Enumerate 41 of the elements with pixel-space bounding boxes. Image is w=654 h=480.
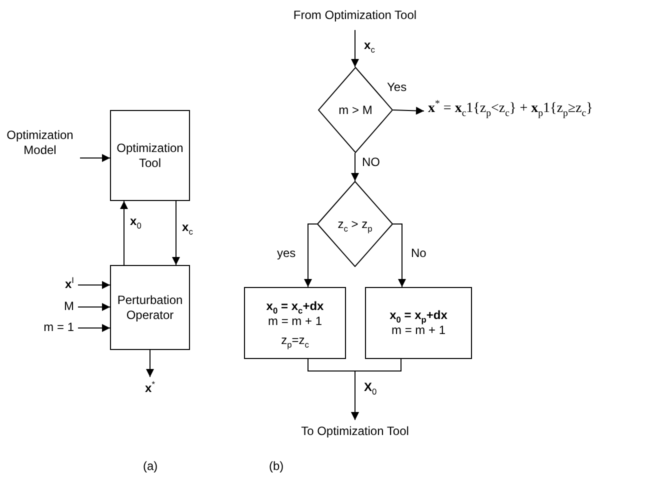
box-title: z$_{c}$ > z$_{p}$: [338, 216, 372, 232]
flow-text: x$^{I}$: [40, 277, 74, 293]
flow-text: M: [40, 299, 74, 315]
box-title: Optimization Tool: [116, 140, 184, 170]
box-title: x$_{0}$ = x$_{c}$+dx: [266, 298, 324, 314]
flow-text: x$^{*}$: [136, 381, 164, 399]
box-text: m = m + 1: [268, 314, 322, 328]
arrow: [351, 30, 359, 68]
arrow: [78, 281, 110, 289]
process-box: [365, 287, 472, 359]
arrow: [146, 350, 154, 378]
box-text: z$_{p}$=z$_{c}$: [281, 332, 309, 348]
edge-label: Yes: [386, 80, 408, 94]
arrow: [351, 358, 402, 420]
arrow: [304, 224, 318, 288]
box-title: x$_{0}$ = x$_{p}$+dx: [390, 308, 448, 323]
box-title: m > M: [338, 102, 372, 118]
edge-label: X$_{0}$: [363, 380, 378, 394]
arrow: [172, 200, 180, 266]
panel-label: (b): [268, 459, 285, 474]
box-title: Perturbation Operator: [116, 292, 184, 322]
box-text: m = m + 1: [391, 323, 446, 338]
arrow: [392, 224, 406, 288]
arrow: [392, 106, 424, 115]
arrow: [78, 303, 110, 311]
process-box: [110, 110, 190, 201]
flow-text: From Optimization Tool: [280, 8, 430, 26]
process-box: [244, 287, 346, 359]
arrow: [351, 152, 359, 182]
flow-text: m = 1: [30, 320, 74, 336]
flow-text: To Optimization Tool: [290, 424, 420, 442]
arrow: [120, 200, 128, 266]
edge-label: No: [410, 246, 428, 260]
decision-diamond: [317, 181, 393, 267]
process-box: [110, 265, 190, 350]
panel-label: (a): [142, 459, 159, 474]
arrow: [78, 324, 110, 332]
arrow: [80, 154, 110, 162]
edge-label: NO: [361, 155, 381, 170]
formula-text: x$^{*}$ = x$_{c}$1{z$_{p}$<z$_{c}$} + x$_{p}$1{z$_{p}$≥z$_{c}$}: [428, 100, 628, 122]
flow-text: Optimization Model: [4, 128, 76, 162]
